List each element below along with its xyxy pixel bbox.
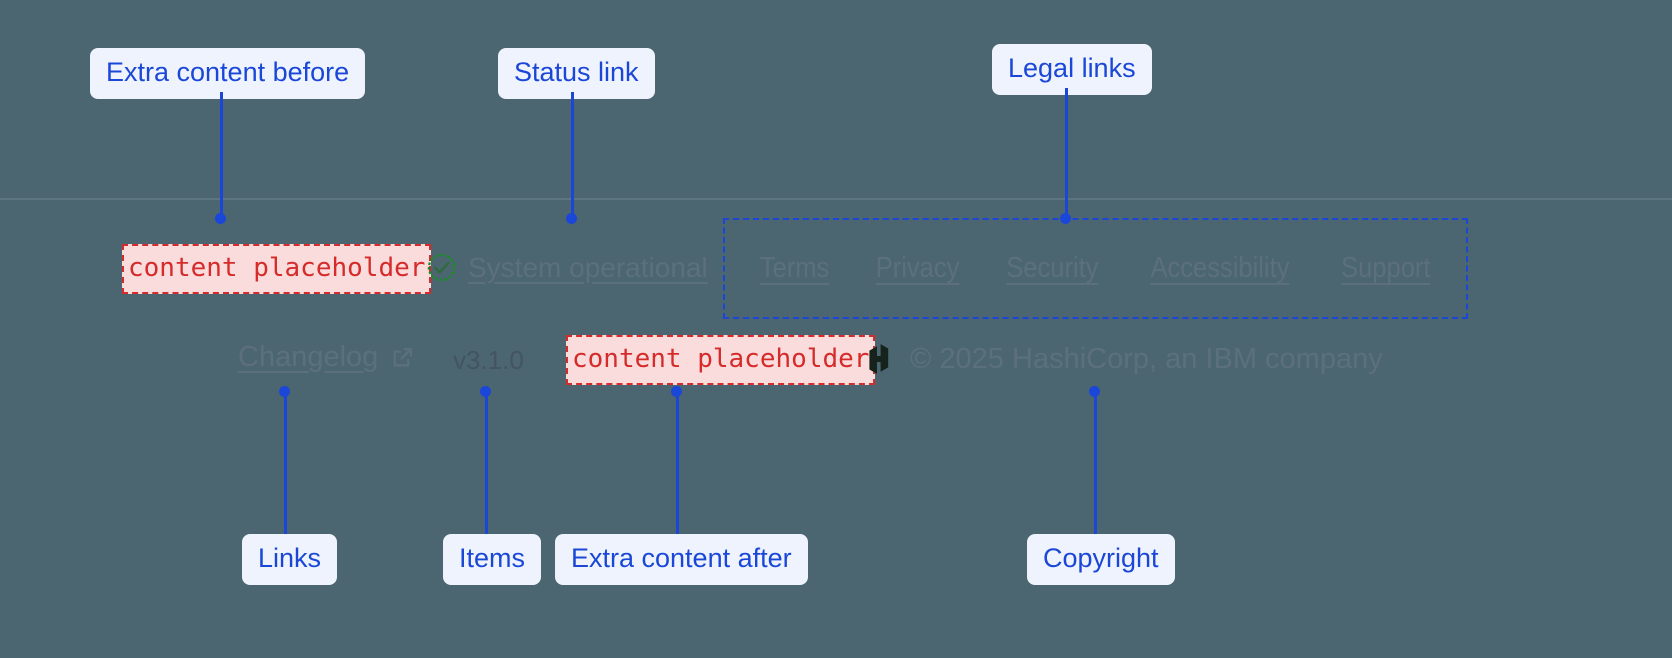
annotation-dot-legal-links [1060, 213, 1071, 224]
changelog-link[interactable]: Changelog [238, 343, 415, 372]
status-link[interactable]: System operational [426, 252, 708, 283]
external-link-icon [390, 345, 415, 370]
check-circle-icon [426, 252, 457, 283]
legal-link-terms[interactable]: Terms [759, 252, 830, 284]
annotation-leader-status-link [571, 92, 574, 222]
annotation-dot-extra-content-before [215, 213, 226, 224]
annotation-leader-extra-content-before [220, 92, 223, 222]
annotation-leader-legal-links [1065, 88, 1068, 222]
annotation-leader-extra-content-after [676, 396, 679, 534]
annotation-chip-extra-content-before: Extra content before [90, 48, 366, 99]
extra-content-after-placeholder: content placeholder [566, 335, 876, 385]
annotation-chip-links: Links [242, 534, 338, 585]
copyright-block: © 2025 HashiCorp, an IBM company [866, 343, 1383, 375]
annotation-chip-extra-content-after: Extra content after [555, 534, 808, 585]
copyright-text: © 2025 HashiCorp, an IBM company [910, 342, 1383, 375]
legal-links-group: Terms Privacy Security Accessibility Sup… [723, 218, 1468, 319]
annotation-chip-copyright: Copyright [1027, 534, 1175, 585]
annotation-chip-items: Items [443, 534, 542, 585]
annotation-chip-status-link: Status link [498, 48, 655, 99]
annotation-dot-links [279, 386, 290, 397]
legal-links-annotation-box [723, 218, 1468, 319]
legal-link-accessibility[interactable]: Accessibility [1150, 252, 1290, 284]
annotation-chip-legal-links: Legal links [992, 44, 1152, 95]
changelog-label: Changelog [238, 341, 379, 373]
legal-link-security[interactable]: Security [1006, 252, 1099, 284]
legal-link-support[interactable]: Support [1340, 252, 1431, 284]
annotation-dot-copyright [1089, 386, 1100, 397]
status-link-label: System operational [468, 251, 708, 283]
annotation-dot-status-link [566, 213, 577, 224]
site-footer: content placeholder System operational T… [0, 200, 1672, 430]
legal-link-privacy[interactable]: Privacy [875, 252, 959, 284]
version-item: v3.1.0 [453, 345, 524, 375]
annotation-dot-extra-content-after [671, 386, 682, 397]
annotation-leader-items [485, 396, 488, 534]
hashicorp-logo [866, 343, 896, 375]
annotation-leader-copyright [1094, 396, 1097, 534]
annotation-dot-items [480, 386, 491, 397]
annotation-leader-links [284, 396, 287, 534]
extra-content-before-placeholder: content placeholder [122, 244, 432, 294]
footer-top-divider [0, 198, 1672, 200]
